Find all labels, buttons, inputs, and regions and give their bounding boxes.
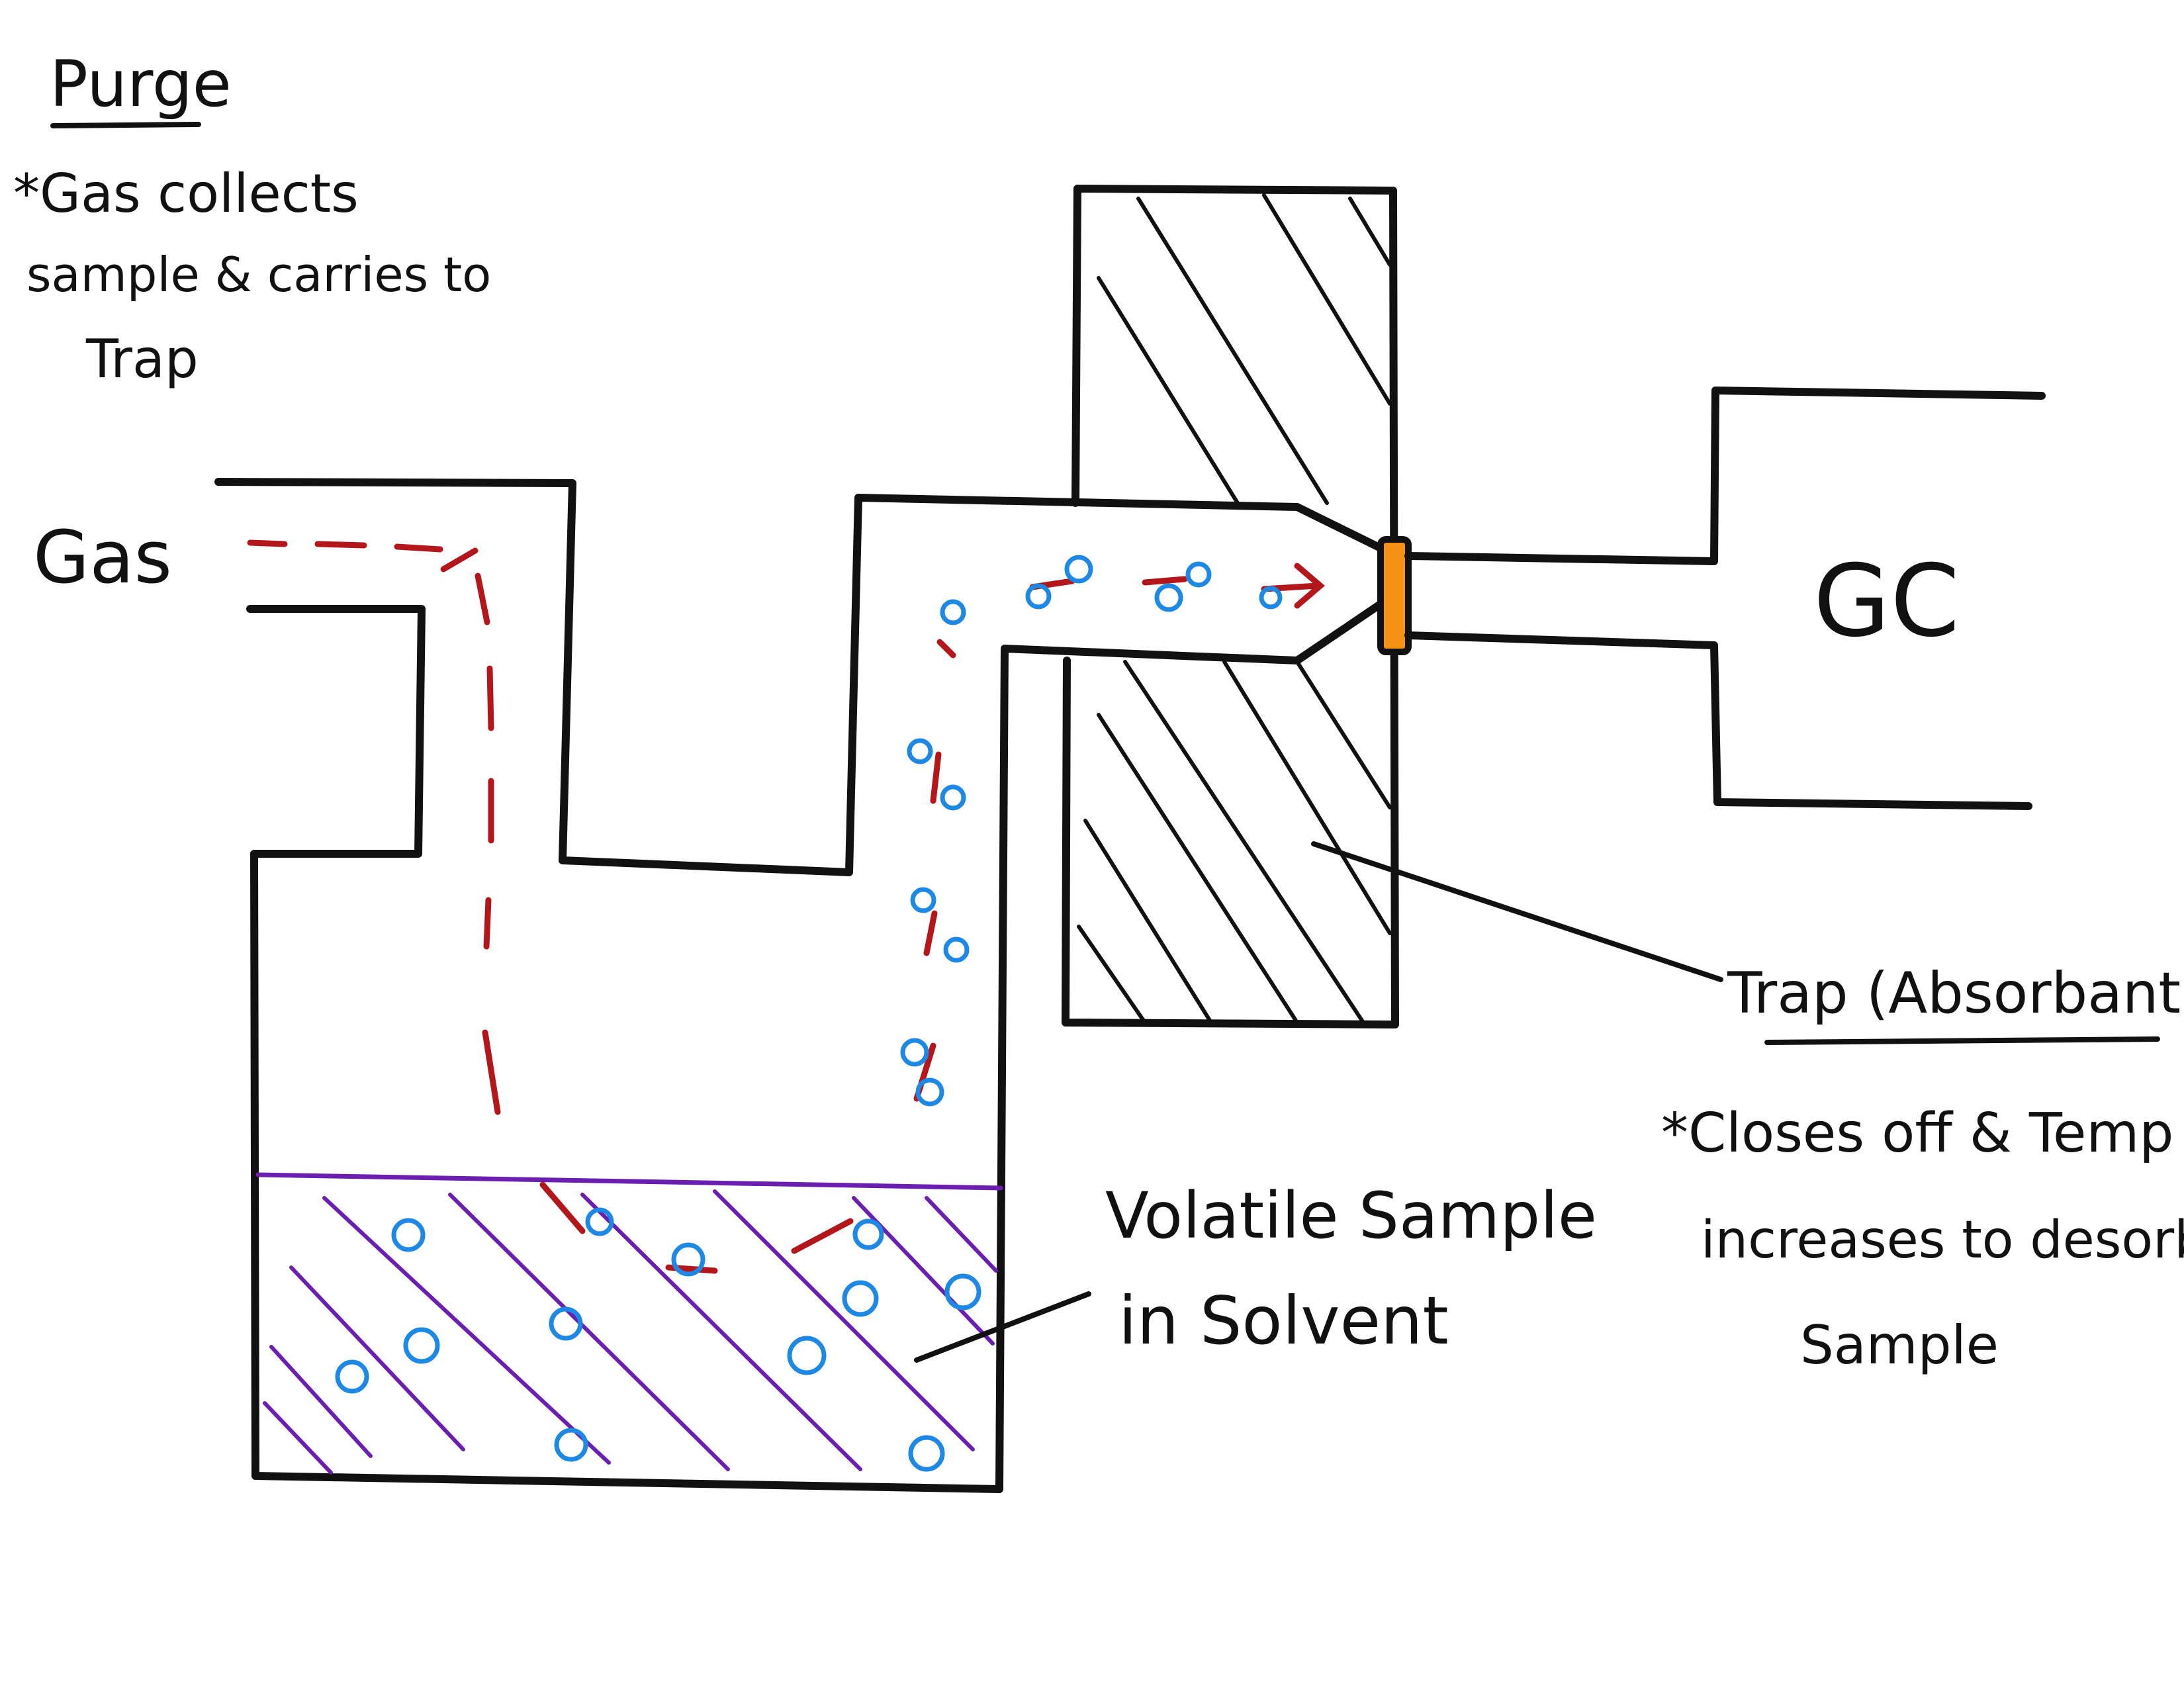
- gas-label: Gas: [33, 515, 172, 600]
- gas-flow-path: [247, 539, 1325, 1274]
- solvent-surface: [255, 1172, 1003, 1191]
- trap-note-line1: *Closes off & Temp: [1661, 1102, 2173, 1165]
- trap-block: [1062, 185, 1399, 1028]
- trap-note-line2: increases to desorb: [1701, 1211, 2184, 1270]
- trap-label: Trap (Absorbant): [1727, 960, 2184, 1027]
- gc-label: GC: [1813, 544, 1960, 659]
- trap-pointer-line: [1311, 841, 1723, 982]
- gas-inlet-tube-top: [214, 478, 1387, 876]
- sample-bubbles: [335, 555, 1283, 1472]
- trap-valve: [1377, 536, 1412, 655]
- sample-label-line2: in Solvent: [1118, 1282, 1449, 1359]
- trap-label-underline: [1764, 1036, 2160, 1045]
- gc-tube-bottom: [1404, 631, 2032, 810]
- gas-flow-arrow: [1261, 563, 1325, 609]
- purge-caption: Purge *Gas collects sample & carries to …: [13, 47, 491, 390]
- purge-note-line3: Trap: [85, 328, 199, 390]
- trap-hatching: [1077, 193, 1392, 1025]
- purge-title: Purge: [50, 47, 232, 121]
- sample-label-line1: Volatile Sample: [1105, 1179, 1597, 1253]
- purge-note-line2: sample & carries to: [26, 247, 491, 302]
- gc-tube-top: [1404, 387, 2046, 565]
- sample-pointer-line: [914, 1291, 1091, 1363]
- trap-note-line3: Sample: [1800, 1314, 1999, 1376]
- solvent-hatching: [263, 1189, 998, 1475]
- purge-note-line1: *Gas collects: [13, 163, 359, 224]
- purge-title-underline: [50, 122, 201, 128]
- trap-caption: Trap (Absorbant) *Closes off & Temp incr…: [1661, 960, 2184, 1376]
- sample-caption: Volatile Sample in Solvent: [1105, 1179, 1597, 1359]
- gas-inlet-tube-bottom: [246, 598, 1387, 1493]
